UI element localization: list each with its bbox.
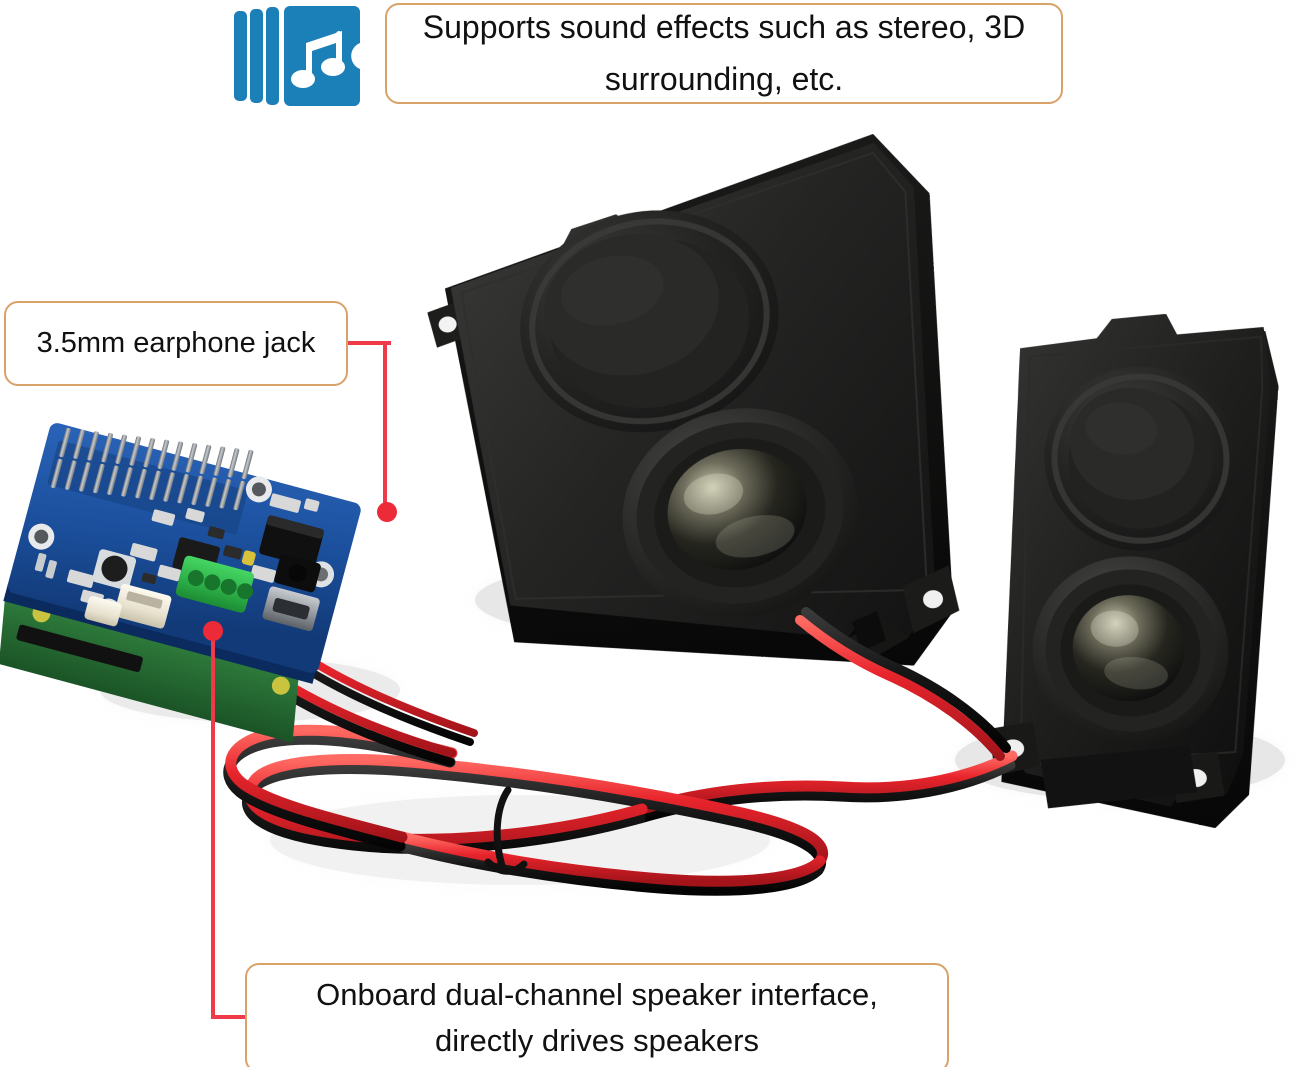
callout-stereo-line-2: surrounding, etc. bbox=[604, 60, 844, 97]
callout-speaker-line-1: Onboard dual-channel speaker interface, bbox=[316, 976, 878, 1012]
passive-radiator-right bbox=[1044, 366, 1237, 551]
cone-driver-left bbox=[622, 408, 858, 618]
cone-driver-right bbox=[1032, 556, 1229, 745]
passive-radiator-left bbox=[520, 210, 779, 433]
leader-line-speaker-vertical bbox=[211, 631, 215, 1019]
music-album-icon bbox=[234, 6, 360, 106]
leader-line-speaker-horizontal bbox=[211, 1015, 249, 1019]
leader-line-earphone-vertical bbox=[383, 341, 387, 513]
speaker-jst-connectors bbox=[84, 584, 172, 629]
callout-earphone-jack: 3.5mm earphone jack bbox=[4, 301, 348, 386]
callout-speaker-line-2: directly drives speakers bbox=[435, 1023, 759, 1058]
leader-line-earphone-horizontal bbox=[347, 341, 391, 345]
callout-speaker-interface: Onboard dual-channel speaker interface, … bbox=[245, 963, 949, 1067]
earphone-jack bbox=[274, 554, 321, 593]
leader-dot-earphone-jack bbox=[377, 502, 397, 522]
tactile-button bbox=[92, 549, 137, 591]
music-note-glyph bbox=[291, 31, 345, 88]
speaker-left bbox=[427, 133, 960, 666]
terminal-block bbox=[175, 555, 254, 613]
callout-stereo-line-1: Supports sound effects such as stereo, 3… bbox=[422, 8, 1026, 45]
micro-usb-port bbox=[262, 586, 320, 632]
audio-hat-board bbox=[0, 423, 361, 743]
cable-twist-tie bbox=[484, 786, 528, 875]
callout-stereo-sound-effects: Supports sound effects such as stereo, 3… bbox=[385, 3, 1063, 104]
speaker-right bbox=[988, 313, 1279, 829]
leader-dot-speaker-interface bbox=[203, 621, 223, 641]
callout-earphone-line-1: 3.5mm earphone jack bbox=[36, 327, 316, 360]
host-board-green bbox=[0, 593, 300, 743]
